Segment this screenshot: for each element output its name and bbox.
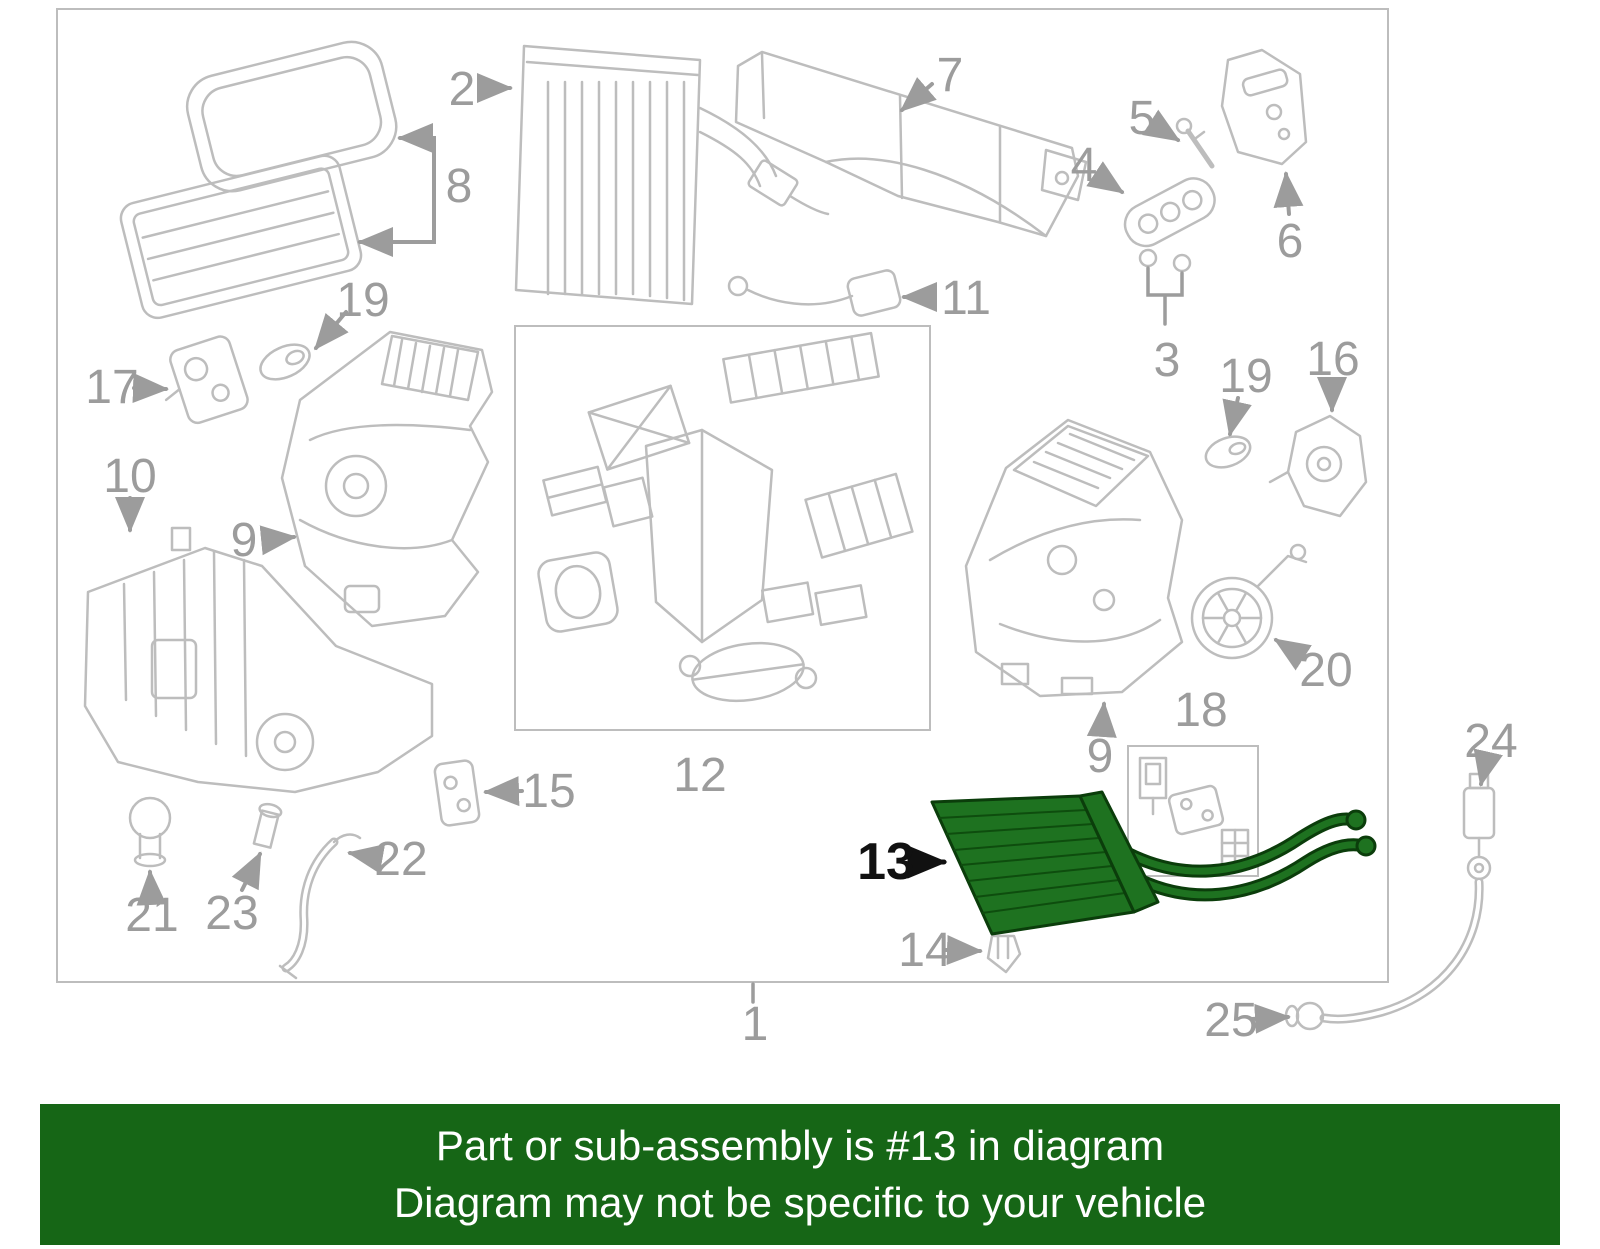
small-cylinder-left-drawing <box>259 343 311 381</box>
part-label-19b: 19 <box>1219 350 1272 403</box>
leader-arrows <box>115 73 1503 1034</box>
side-bracket-drawing <box>1220 48 1308 166</box>
hose-22-drawing <box>278 833 362 980</box>
part-label-25: 25 <box>1204 994 1257 1047</box>
part-label-9a: 9 <box>231 514 258 567</box>
evaporator-drawing <box>514 44 830 306</box>
part-label-17: 17 <box>85 361 138 414</box>
small-cylinder-right-drawing <box>1204 435 1252 469</box>
part-label-1: 1 <box>742 998 769 1051</box>
part-label-8: 8 <box>446 160 473 213</box>
part-label-11: 11 <box>941 272 991 325</box>
leader-arrow-4 <box>1086 161 1125 194</box>
part-label-15: 15 <box>522 765 575 818</box>
housing-right-drawing <box>964 418 1184 698</box>
round-actuator-drawing <box>1190 543 1308 660</box>
pin-23-drawing <box>252 802 283 849</box>
leader-arrow-25 <box>1250 1003 1291 1034</box>
part-label-19a: 19 <box>336 274 389 327</box>
actuator-right-drawing <box>1268 414 1368 518</box>
leader-arrow-15 <box>483 776 524 807</box>
leader-arrow-24 <box>1473 748 1503 787</box>
part-label-6: 6 <box>1277 215 1304 268</box>
leader-arrow-23 <box>231 851 262 892</box>
leader-arrow-20 <box>1273 638 1312 671</box>
leader-arrow-21 <box>136 869 167 906</box>
part-label-7: 7 <box>937 49 964 102</box>
part-label-23: 23 <box>205 887 258 940</box>
heater-core-highlight <box>930 790 1377 936</box>
blower-housing-left-drawing <box>280 330 494 628</box>
part-label-9b: 9 <box>1087 730 1114 783</box>
upper-duct-drawing <box>734 50 1088 238</box>
part-label-13-highlighted: 13 <box>857 833 915 891</box>
highlight-banner: Part or sub-assembly is #13 in diagram D… <box>40 1104 1560 1245</box>
cabin-filter-drawing <box>119 154 363 320</box>
diagram-border <box>56 8 1389 983</box>
part-labels: 2 7 5 4 6 8 19 11 3 19 16 17 10 9 12 9 1… <box>85 49 1517 1051</box>
leader-arrow-19a <box>314 310 349 351</box>
leader-arrow-9b <box>1086 701 1117 738</box>
sensor-drawing <box>1462 772 1496 881</box>
banner-line-2: Diagram may not be specific to your vehi… <box>393 1178 1207 1226</box>
part-label-22: 22 <box>374 833 427 886</box>
banner-line-1: Part or sub-assembly is #13 in diagram <box>435 1122 1165 1169</box>
part-label-20: 20 <box>1299 644 1352 697</box>
part-label-14: 14 <box>898 924 951 977</box>
mount-bracket-drawing <box>1123 177 1216 248</box>
part-label-21: 21 <box>125 889 178 942</box>
leader-arrow-22 <box>347 844 386 874</box>
grommet-21-drawing <box>128 796 172 868</box>
part-label-5: 5 <box>1129 92 1156 145</box>
leader-arrow-9a <box>259 525 297 556</box>
part-label-2: 2 <box>449 63 476 116</box>
part-label-4: 4 <box>1071 139 1098 192</box>
cabin-filter-cover-drawing <box>185 40 398 193</box>
part-label-24: 24 <box>1464 715 1517 768</box>
bracket-15-drawing <box>433 759 481 827</box>
wire-harness-drawing <box>727 269 902 317</box>
leader-arrow-14 <box>944 935 983 966</box>
part-label-16: 16 <box>1306 333 1359 386</box>
lower-housing-drawing <box>83 526 434 794</box>
screw-drawing <box>1175 117 1215 169</box>
part-label-10: 10 <box>103 450 156 503</box>
part-label-18: 18 <box>1174 684 1227 737</box>
doors-box-drawing <box>514 325 931 731</box>
leader-arrow-5 <box>1142 109 1181 142</box>
leader-arrow-7 <box>899 77 937 112</box>
leader-arrow-6 <box>1273 171 1304 216</box>
part-label-3: 3 <box>1154 334 1181 387</box>
leader-arrow-19b <box>1222 396 1252 437</box>
actuator-left-drawing <box>164 335 249 425</box>
leader-bracket-8 <box>357 123 436 257</box>
clips-drawing <box>1138 248 1192 326</box>
clip-14-drawing <box>986 934 1022 974</box>
part-label-12: 12 <box>673 749 726 802</box>
drain-hose-drawing <box>1284 877 1484 1031</box>
leader-arrow-17 <box>132 372 169 403</box>
